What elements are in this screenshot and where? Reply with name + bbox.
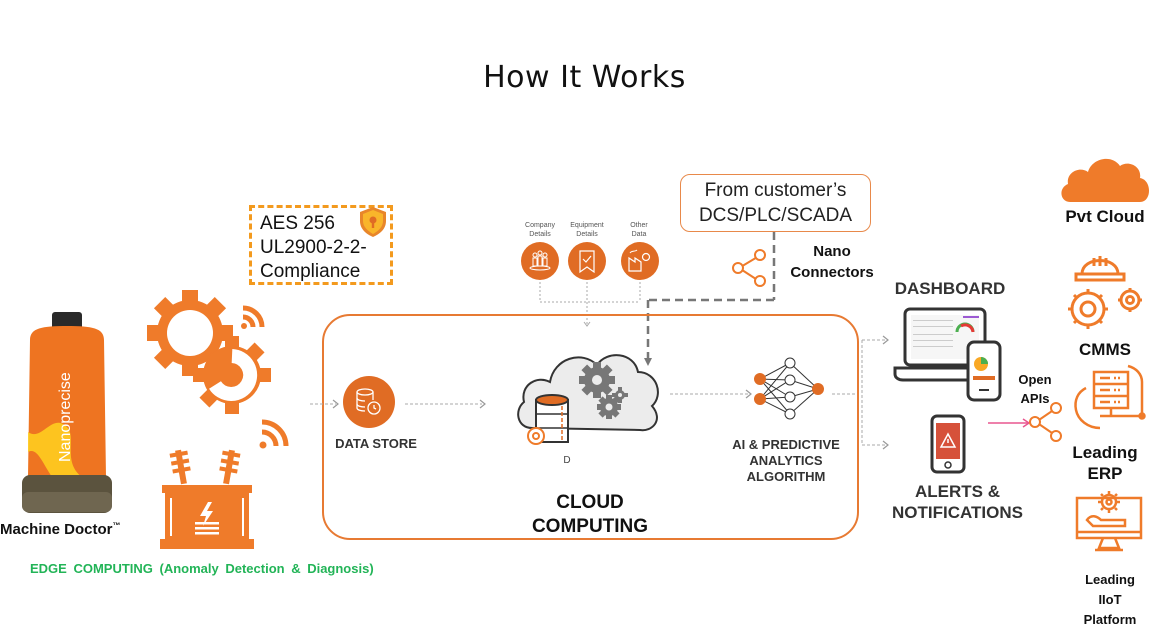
- flow-arrows: [310, 335, 889, 450]
- input-data-icons: [521, 242, 659, 327]
- machine-doctor-label: Machine Doctor™: [0, 521, 121, 538]
- page-title: How It Works: [483, 60, 686, 95]
- dashboard-label: DASHBOARD: [894, 279, 1006, 298]
- monitor-hand-gear-icon: [1075, 491, 1143, 552]
- data-store-icon: [343, 376, 395, 428]
- server-gear-icon: [1074, 364, 1146, 430]
- device-brand-text: Nanoprecise: [57, 372, 74, 462]
- security-line-1: AES 256: [260, 213, 335, 234]
- data-store-label: DATA STORE: [335, 436, 417, 451]
- share-nodes-icon: [732, 249, 766, 287]
- source-dashed-connector: [644, 232, 776, 366]
- source-line-1: From customer’s: [704, 180, 847, 201]
- transformer-wireless-icon: [160, 419, 289, 549]
- small-gear-icon: [527, 427, 545, 445]
- security-line-2: UL2900-2-2-: [260, 237, 367, 258]
- factory-icon: [621, 242, 659, 280]
- shield-lock-icon: [360, 207, 386, 237]
- customer-source-box: From customer’s DCS/PLC/SCADA: [680, 174, 871, 232]
- helmet-gears-icon: [1068, 256, 1142, 329]
- alert-phone-icon: [930, 414, 966, 474]
- neural-network-icon: [754, 357, 824, 420]
- api-share-icon: [1029, 402, 1062, 442]
- cloud-icon: [1061, 158, 1149, 202]
- source-line-2: DCS/PLC/SCADA: [698, 205, 853, 226]
- gears-wireless-icon: [147, 290, 271, 414]
- cmms-label: CMMS: [1079, 340, 1131, 359]
- people-icon: [521, 242, 559, 280]
- dashboard-laptop-phone-icon: [893, 307, 1002, 402]
- certificate-icon: [568, 242, 606, 280]
- security-compliance-box: AES 256 UL2900-2-2- Compliance: [249, 205, 393, 285]
- machine-doctor-device: Nanoprecise: [22, 312, 112, 513]
- security-line-3: Compliance: [260, 261, 361, 282]
- cloud-computing-frame: [322, 314, 859, 540]
- edge-computing-caption: EDGE COMPUTING (Anomaly Detection & Diag…: [30, 561, 374, 576]
- alerts-notifications-label: ALERTS &NOTIFICATIONS: [892, 482, 1023, 522]
- pvt-cloud-label: Pvt Cloud: [1065, 207, 1145, 226]
- open-apis-connector: [988, 402, 1062, 442]
- cloud-letter: D: [563, 455, 571, 466]
- cloud-gears-database-icon: [517, 354, 659, 445]
